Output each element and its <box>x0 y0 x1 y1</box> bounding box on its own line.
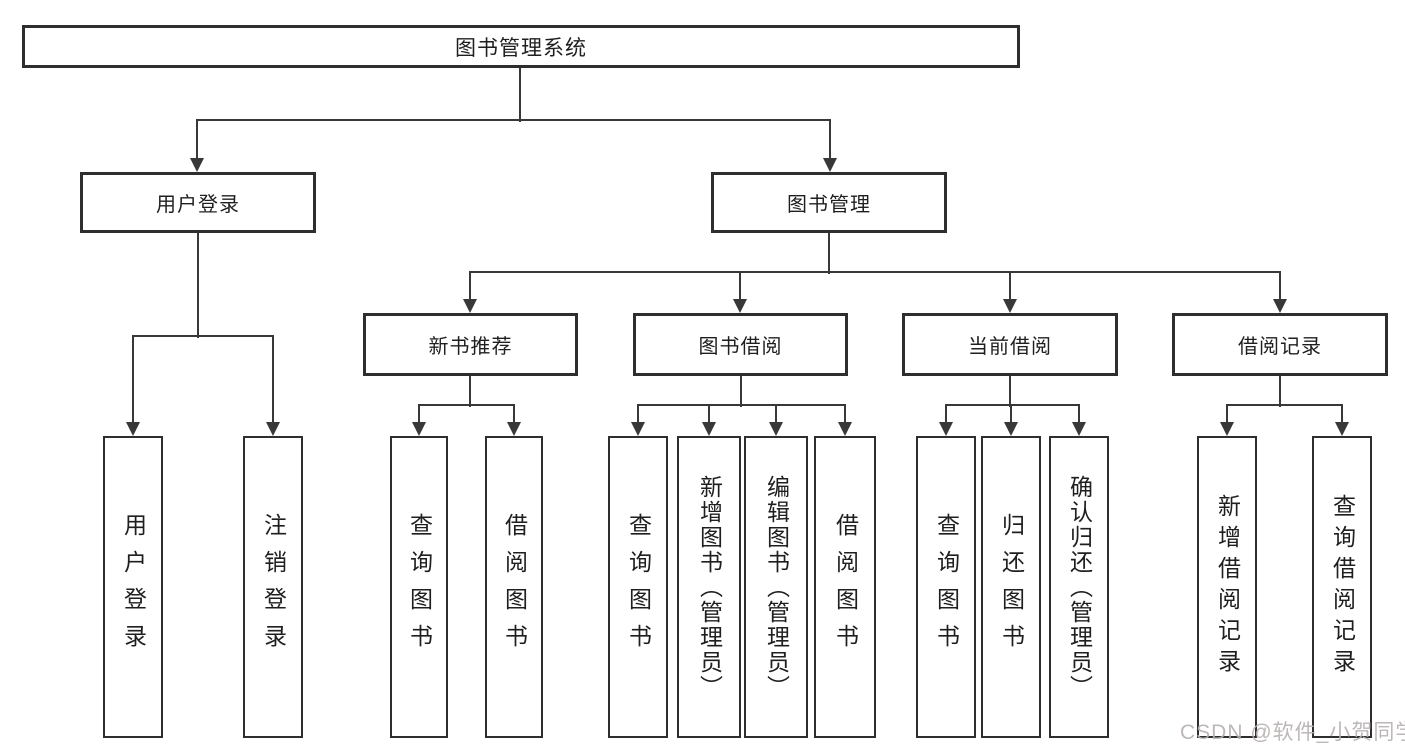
connector-line <box>740 376 742 407</box>
connector-line <box>1009 272 1011 303</box>
leaf-query-books-recommend: 查询图书 <box>390 436 448 738</box>
arrow-down-icon <box>823 158 837 172</box>
connector-line <box>1279 376 1281 407</box>
leaf-return-books: 归还图书 <box>981 436 1041 738</box>
connector-line <box>828 233 830 274</box>
arrow-down-icon <box>1004 422 1018 436</box>
arrow-down-icon <box>1003 299 1017 313</box>
connector-line <box>708 405 710 426</box>
arrow-down-icon <box>190 158 204 172</box>
connector-line <box>196 120 198 162</box>
watermark: CSDN @软件_小贺同学 <box>1180 721 1405 744</box>
connector-line <box>418 404 515 406</box>
arrow-down-icon <box>702 422 716 436</box>
connector-line <box>1226 404 1343 406</box>
node-book-borrow: 图书借阅 <box>633 313 848 376</box>
leaf-edit-book-admin: 编辑图书（管理员） <box>744 436 808 738</box>
arrow-down-icon <box>631 422 645 436</box>
leaf-borrow-books-recommend: 借阅图书 <box>485 436 543 738</box>
connector-line <box>637 405 639 426</box>
arrow-down-icon <box>838 422 852 436</box>
arrow-down-icon <box>769 422 783 436</box>
node-borrow-records: 借阅记录 <box>1172 313 1388 376</box>
arrow-down-icon <box>939 422 953 436</box>
connector-line <box>945 404 1080 406</box>
arrow-down-icon <box>507 422 521 436</box>
leaf-confirm-return-admin: 确认归还（管理员） <box>1049 436 1109 738</box>
connector-line <box>829 120 831 162</box>
connector-line <box>469 376 471 407</box>
arrow-down-icon <box>412 422 426 436</box>
connector-line <box>844 405 846 426</box>
connector-line <box>513 405 515 426</box>
leaf-add-book-admin: 新增图书（管理员） <box>677 436 741 738</box>
arrow-down-icon <box>126 422 140 436</box>
connector-line <box>1341 405 1343 426</box>
arrow-down-icon <box>266 422 280 436</box>
leaf-borrow-books: 借阅图书 <box>814 436 876 738</box>
leaf-logout: 注销登录 <box>243 436 303 738</box>
connector-line <box>775 405 777 426</box>
connector-line <box>272 336 274 426</box>
connector-line <box>132 336 134 426</box>
connector-line <box>519 68 521 122</box>
connector-line <box>197 233 199 338</box>
arrow-down-icon <box>1335 422 1349 436</box>
connector-line <box>132 335 274 337</box>
node-new-book-recommend: 新书推荐 <box>363 313 578 376</box>
leaf-user-login: 用户登录 <box>103 436 163 738</box>
leaf-query-books-borrow: 查询图书 <box>608 436 668 738</box>
connector-line <box>637 404 846 406</box>
node-user-login: 用户登录 <box>80 172 316 233</box>
node-book-management: 图书管理 <box>711 172 947 233</box>
connector-line <box>196 119 831 121</box>
connector-line <box>945 405 947 426</box>
arrow-down-icon <box>1072 422 1086 436</box>
connector-line <box>469 272 471 303</box>
arrow-down-icon <box>733 299 747 313</box>
leaf-query-borrow-record: 查询借阅记录 <box>1312 436 1372 738</box>
connector-line <box>1226 405 1228 426</box>
leaf-query-books-current: 查询图书 <box>916 436 976 738</box>
connector-line <box>1009 376 1011 407</box>
connector-line <box>1279 272 1281 303</box>
arrow-down-icon <box>463 299 477 313</box>
connector-line <box>418 405 420 426</box>
connector-line <box>1078 405 1080 426</box>
node-library-management-system: 图书管理系统 <box>22 25 1020 68</box>
arrow-down-icon <box>1220 422 1234 436</box>
node-current-borrow: 当前借阅 <box>902 313 1118 376</box>
leaf-add-borrow-record: 新增借阅记录 <box>1197 436 1257 738</box>
connector-line <box>1010 405 1012 426</box>
connector-line <box>469 271 1281 273</box>
connector-line <box>739 272 741 303</box>
arrow-down-icon <box>1273 299 1287 313</box>
